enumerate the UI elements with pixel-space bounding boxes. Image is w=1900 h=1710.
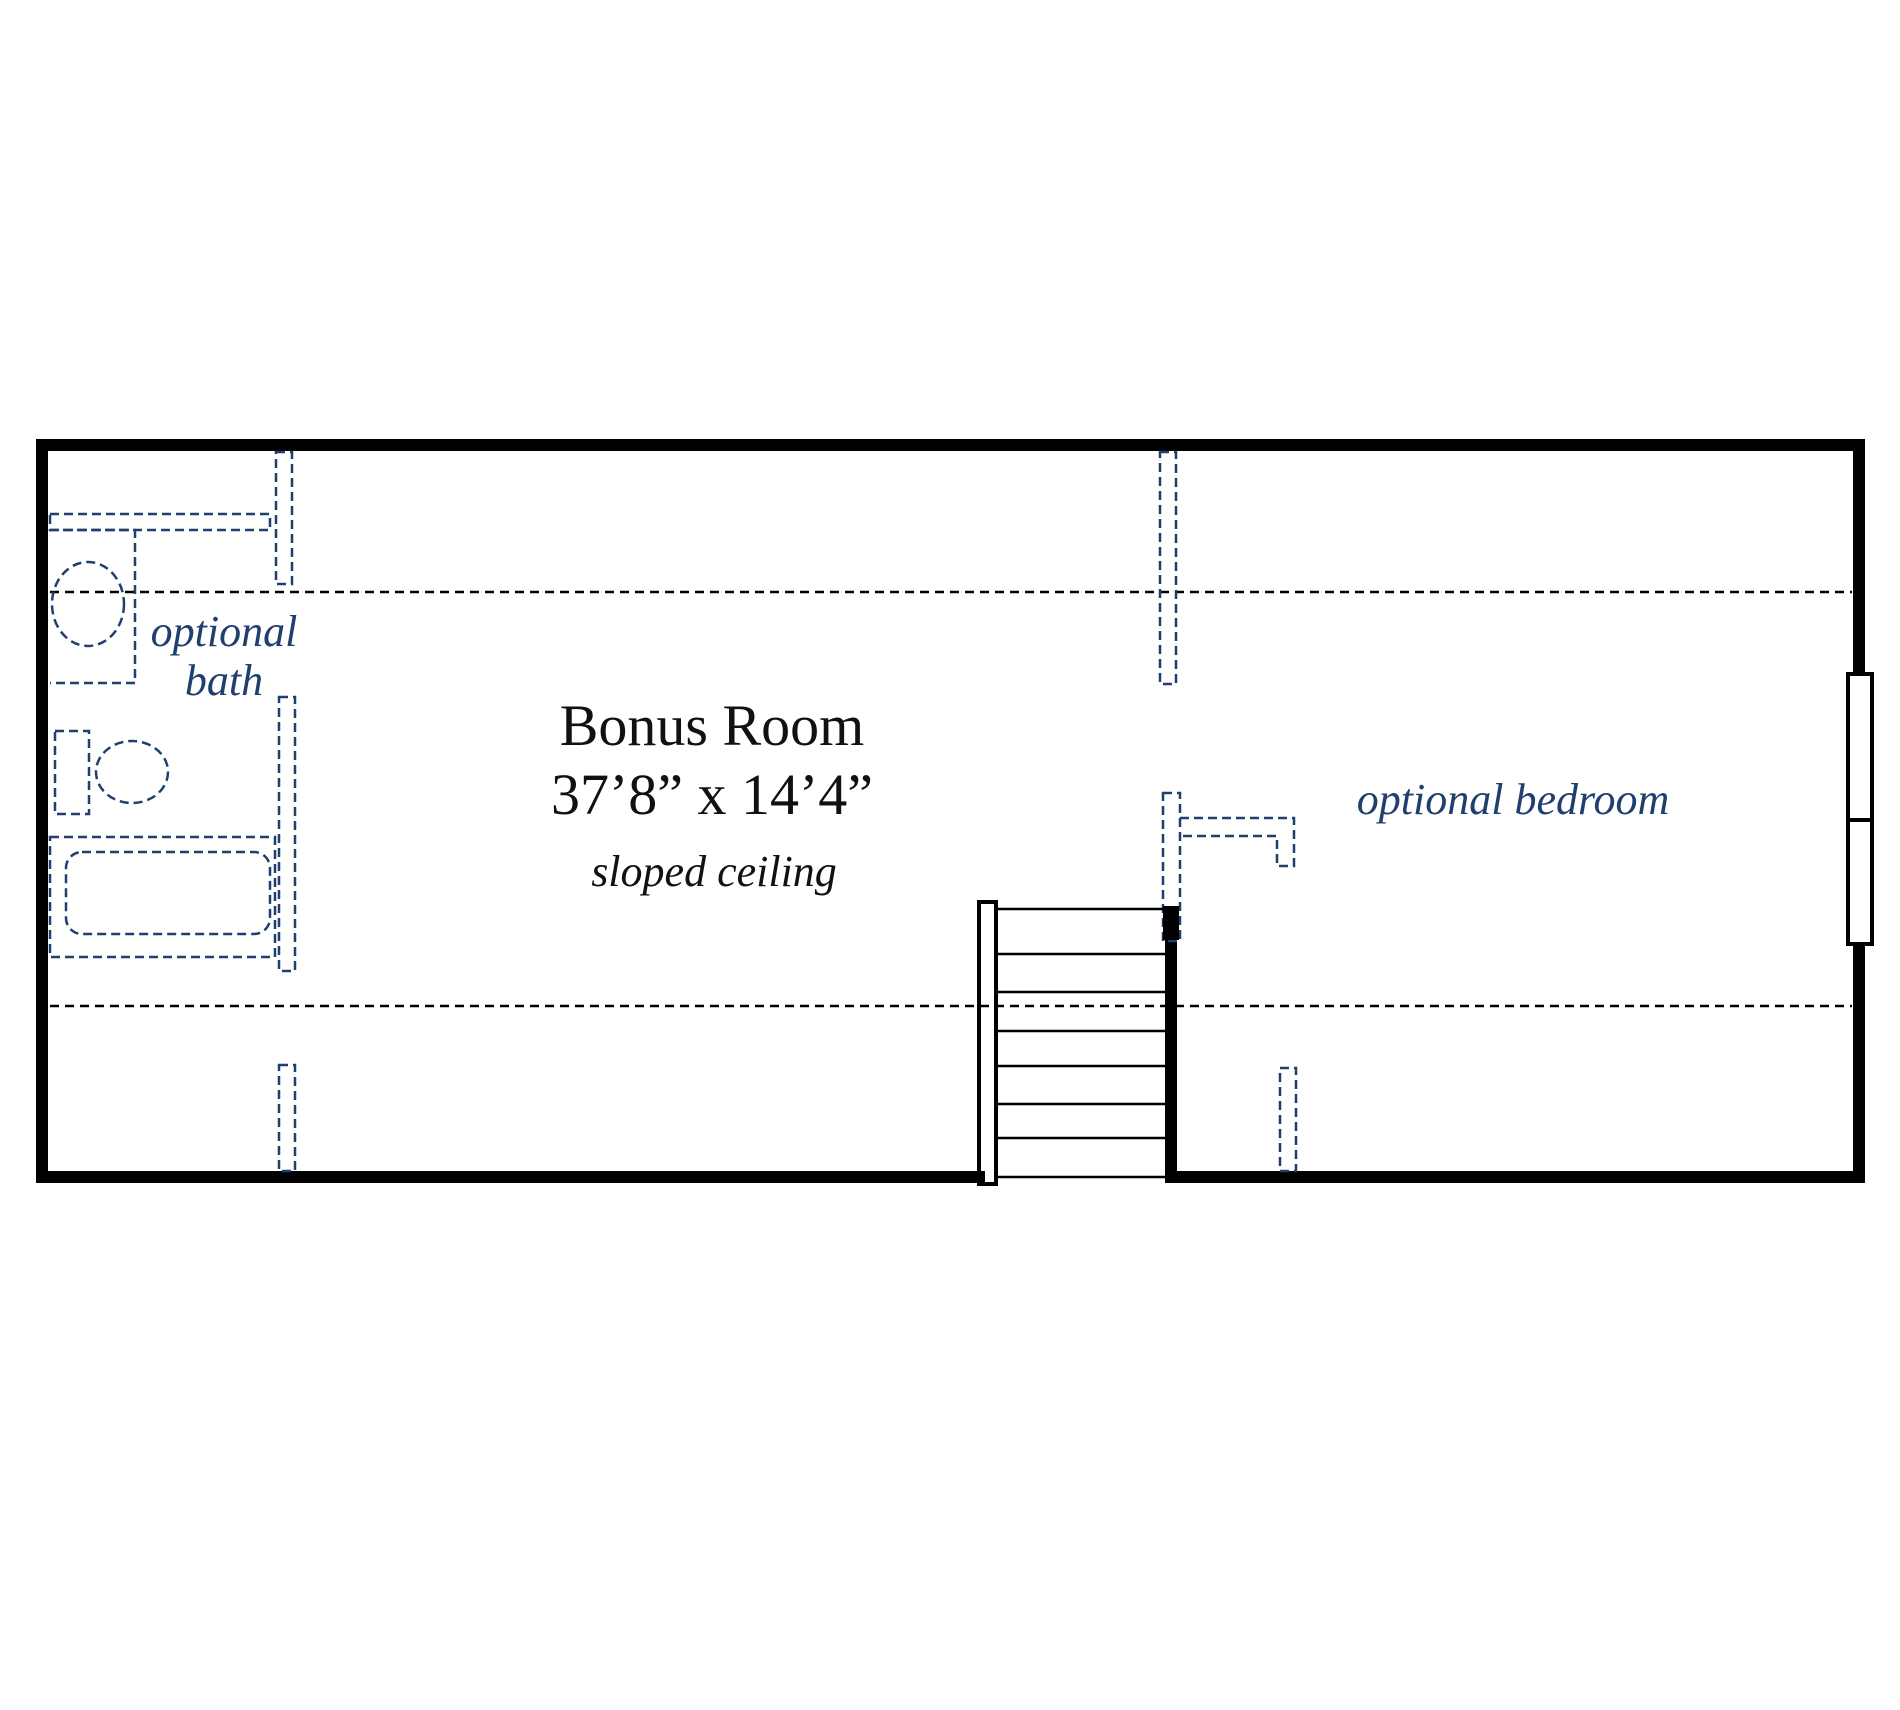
bath-toilet-bowl (94, 739, 170, 805)
bedroom-wall-lower (1161, 791, 1182, 943)
bedroom-label: optional bedroom (1357, 775, 1669, 824)
bedroom-wall-stub-top (1158, 450, 1178, 686)
bath-tub-inner (64, 850, 272, 936)
wall-stub-bottom-right (1278, 1066, 1298, 1173)
stair-landing-post (1163, 906, 1179, 940)
exterior-walls (36, 439, 1865, 1183)
optional-walls (48, 450, 1298, 1173)
window-pane-lower (1846, 818, 1874, 946)
wall-stub-bottom-left (277, 1063, 297, 1173)
room-name: Bonus Room (560, 693, 865, 758)
window-pane-upper (1846, 672, 1874, 822)
bath-wall-right (277, 695, 297, 973)
bath-wall-stub-top (274, 450, 294, 586)
window-right (1846, 672, 1874, 946)
bath-label-line2: bath (185, 656, 263, 705)
bedroom-closet (1180, 816, 1296, 868)
room-dimensions: 37’8” x 14’4” (551, 762, 873, 827)
stair-stringer (977, 900, 998, 1186)
bath-wall-horizontal (48, 512, 272, 532)
bath-vanity (50, 528, 137, 685)
bath-sink (50, 560, 126, 648)
bath-toilet-tank (53, 729, 91, 816)
bath-tub-outer (48, 835, 277, 959)
staircase (977, 900, 1179, 1186)
ceiling-note: sloped ceiling (591, 847, 837, 896)
bath-label-line1: optional (151, 607, 298, 656)
sloped-ceiling-lines (50, 590, 1852, 1008)
